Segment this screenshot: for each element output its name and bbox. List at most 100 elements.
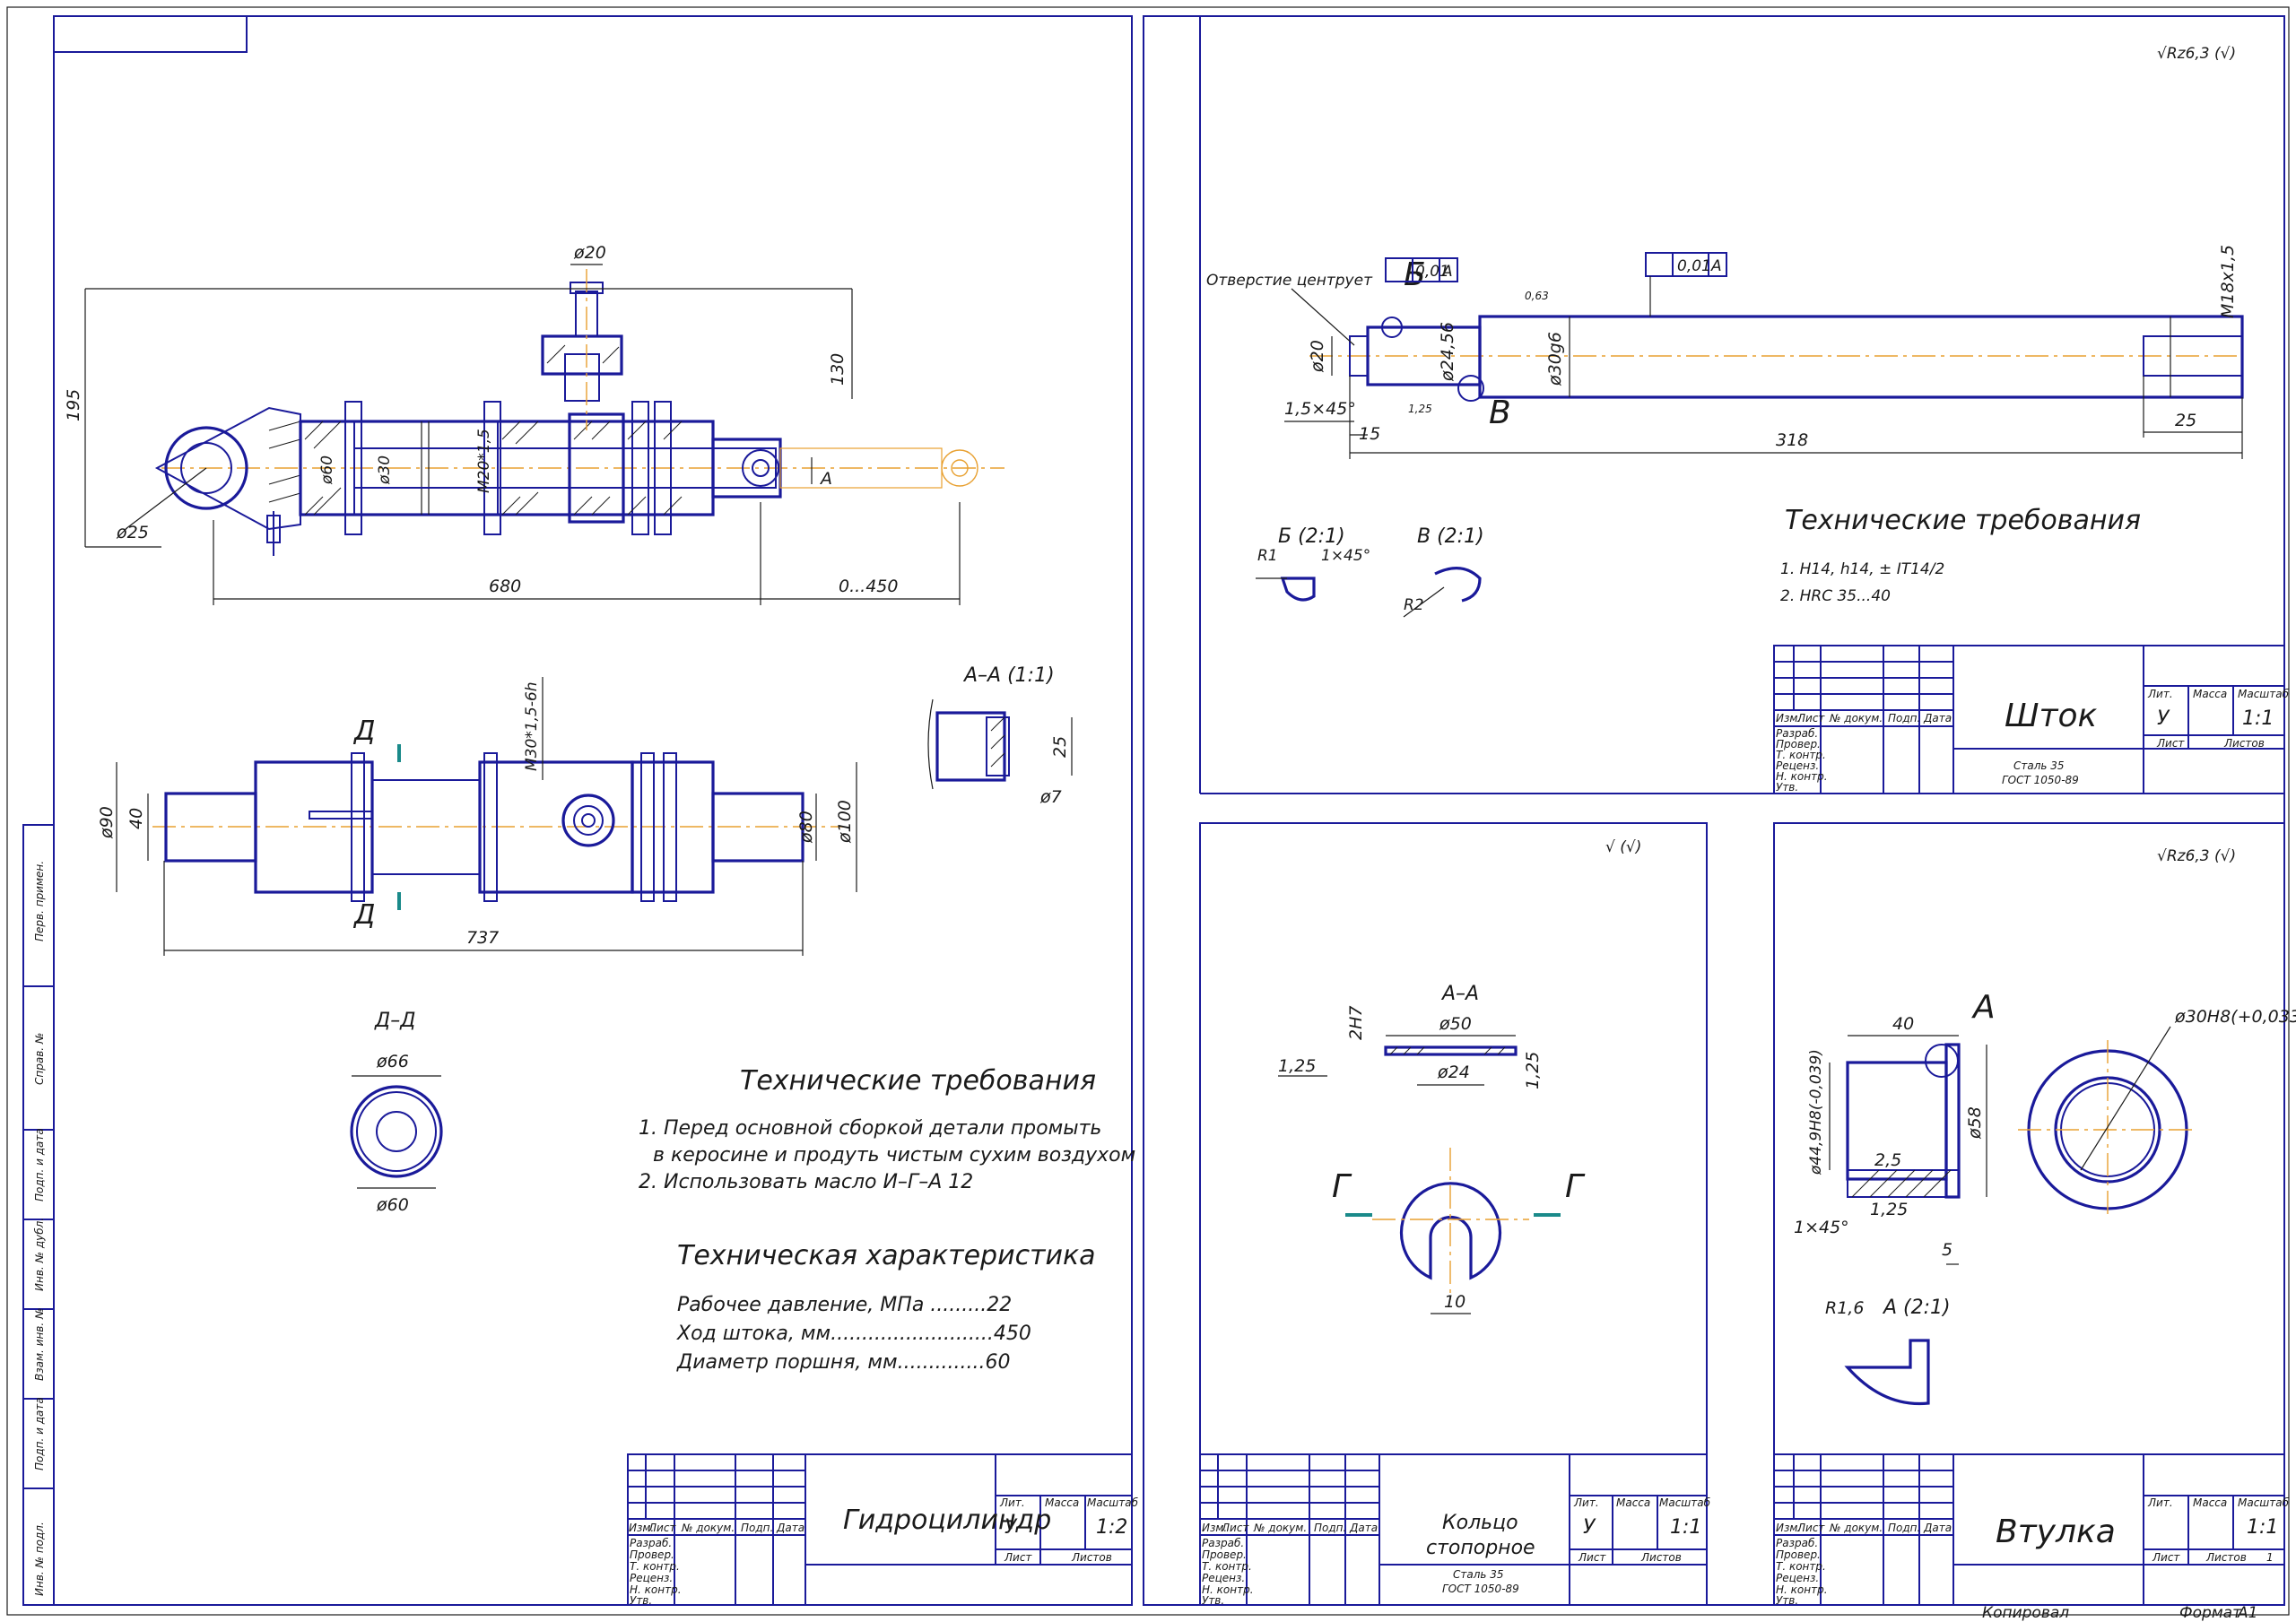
assembly-tech-char-1: Рабочее давление, МПа .........22 (677, 1294, 1012, 1316)
ring-dim-d50: ø50 (1439, 1014, 1472, 1034)
ring-dim-10: 10 (1444, 1292, 1465, 1312)
rod-detail-r1: R1 (1257, 547, 1278, 565)
tb1-role-1: Разраб. (630, 1537, 672, 1549)
tb2-role-5: Н. контр. (1776, 770, 1828, 783)
rod-detail-b: Б (2:1) (1278, 525, 1345, 548)
assembly-tech-req-3: 2. Использовать масло И–Г–А 12 (639, 1171, 973, 1193)
stamp-podp2: Подп. и дата (33, 1397, 46, 1470)
tb2-lit-val: У (2157, 707, 2170, 730)
stamp-podp1: Подп. и дата (33, 1128, 46, 1201)
dim-680: 680 (489, 577, 521, 596)
assembly-tech-req-title: Технические требования (740, 1065, 1096, 1097)
cylinder-dimensions: 195 130 ø25 680 0...450 ø20 ø30 ø60 M20*… (64, 243, 961, 605)
rod-detail-145: 1×45° (1321, 547, 1370, 565)
tb2-role-6: Утв. (1776, 781, 1798, 794)
rod-roughness: √Rz6,3 (√) (2157, 45, 2236, 63)
tb3-lit: Лит. (1573, 1496, 1599, 1509)
format-value: A1 (2237, 1604, 2257, 1622)
tb3-scale: 1:1 (1670, 1516, 1701, 1539)
rod-dim-thread: M18x1,5 (2218, 245, 2238, 318)
tb1-role-2: Провер. (630, 1548, 674, 1561)
ring-mark-g-right: Г (1565, 1168, 1586, 1205)
tb2-sheets: Листов (2223, 737, 2265, 750)
format-label: Формат (2179, 1604, 2242, 1622)
tb1-doc: № докум. (681, 1522, 735, 1534)
ring-material: Сталь 35 (1453, 1568, 1504, 1581)
bushing-title-block: Изм. Лист № докум. Подп. Дата Разраб. Пр… (1773, 1453, 2290, 1607)
tb3-doc: № докум. (1253, 1522, 1307, 1534)
tb1-role-5: Н. контр. (630, 1583, 682, 1596)
assembly-tech-char-2: Ход штока, мм..........................4… (676, 1323, 1031, 1345)
assembly-title-block: Изм. Лист № докум. Подп. Дата Разраб. Пр… (627, 1453, 1139, 1607)
ring-frame (1199, 822, 1708, 1606)
tb3-podp: Подп. (1314, 1522, 1346, 1534)
tb1-izm: Изм. (629, 1522, 654, 1534)
tb1-podp: Подп. (741, 1522, 773, 1534)
tb4-sheet: Лист (2152, 1551, 2180, 1564)
cylinder-top-view: Д Д ø90 40 ø80 ø100 737 M30*1,5-6h (97, 677, 857, 956)
rod-title-block: Изм. Лист № докум. Подп. Дата Разраб. Пр… (1773, 645, 2290, 794)
tb2-role-2: Провер. (1776, 738, 1821, 750)
assembly-tech-char-title: Техническая характеристика (677, 1240, 1096, 1271)
tb2-list: Лист (1796, 712, 1825, 724)
tb3-list: Лист (1221, 1522, 1249, 1534)
tb2-role-4: Реценз. (1776, 759, 1819, 772)
dim-d90: ø90 (97, 806, 117, 839)
rod-r125: 1,25 (1408, 403, 1432, 415)
tb3-izm: Изм. (1202, 1522, 1227, 1534)
tb1-sheet: Лист (1004, 1551, 1032, 1564)
ring-dim-2h7: 2H7 (1346, 1006, 1366, 1040)
dim-dd-66: ø66 (376, 1052, 409, 1071)
section-dd-label: Д–Д (374, 1010, 415, 1032)
dim-d60: ø60 (318, 455, 336, 485)
tb2-podp: Подп. (1888, 712, 1920, 724)
bushing-dim-d30: ø30H8(+0,033) (2174, 1007, 2296, 1027)
copied-label: Копировал (1982, 1604, 2069, 1622)
section-dd: Д–Д ø66 ø60 (350, 1010, 443, 1215)
tb4-izm: Изм. (1776, 1522, 1801, 1534)
dim-195: 195 (64, 389, 83, 421)
dim-130: 130 (828, 353, 848, 386)
tb4-date: Дата (1923, 1522, 1952, 1534)
ring-dim-125: 1,25 (1278, 1056, 1316, 1076)
tb1-date: Дата (776, 1522, 804, 1534)
assembly-tech-requirements: Технические требования 1. Перед основной… (639, 1065, 1135, 1374)
tb3-role-6: Утв. (1202, 1594, 1224, 1607)
rod-mark-b: Б (1404, 256, 1426, 293)
tb1-mass: Масса (1045, 1496, 1079, 1509)
ring-title-block: Изм. Лист № докум. Подп. Дата Разраб. Пр… (1199, 1453, 1711, 1607)
rod-material: Сталь 35 (2013, 759, 2065, 772)
rod-dim-d2456: ø24,56 (1438, 322, 1457, 382)
tb1-scale: 1:2 (1096, 1516, 1127, 1539)
tb3-role-2: Провер. (1202, 1548, 1247, 1561)
tb1-role-4: Реценз. (630, 1572, 673, 1584)
ring-mark-g-left: Г (1332, 1168, 1352, 1205)
rod-tol-1-base: А (1441, 263, 1453, 281)
rod-standard: ГОСТ 1050-89 (2002, 774, 2079, 786)
tb2-doc: № докум. (1829, 712, 1883, 724)
tb1-scale-h: Масштаб (1087, 1496, 1139, 1509)
tb4-role-3: Т. контр. (1776, 1560, 1826, 1573)
bushing-title: Втулка (1996, 1514, 2116, 1550)
rod-tech-req-title: Технические требования (1785, 505, 2141, 536)
assembly-title: Гидроцилиндр (843, 1505, 1051, 1536)
ring-standard: ГОСТ 1050-89 (1442, 1583, 1519, 1595)
rod-dim-318: 318 (1776, 430, 1808, 450)
tb2-izm: Изм. (1776, 712, 1801, 724)
dim-m30: M30*1,5-6h (523, 681, 541, 771)
rod-tech-req-2: 2. HRC 35...40 (1780, 587, 1891, 605)
sheet-outer-border (6, 6, 2290, 1616)
mark-d-top: Д (352, 716, 375, 747)
assembly-frame (53, 15, 1133, 1606)
rod-mark-v: В (1489, 395, 1511, 431)
bushing-dim-40: 40 (1892, 1014, 1914, 1034)
assembly-tech-req-2: в керосине и продуть чистым сухим воздух… (653, 1144, 1135, 1167)
assembly-tech-req-1: 1. Перед основной сборкой детали промыть (639, 1117, 1101, 1140)
stamp-sprav: Справ. № (33, 1033, 46, 1085)
tb3-role-5: Н. контр. (1202, 1583, 1254, 1596)
rod-r063: 0,63 (1525, 290, 1549, 302)
tb3-role-4: Реценз. (1202, 1572, 1245, 1584)
tb4-podp: Подп. (1888, 1522, 1920, 1534)
rod-dim-d20: ø20 (1308, 340, 1327, 373)
